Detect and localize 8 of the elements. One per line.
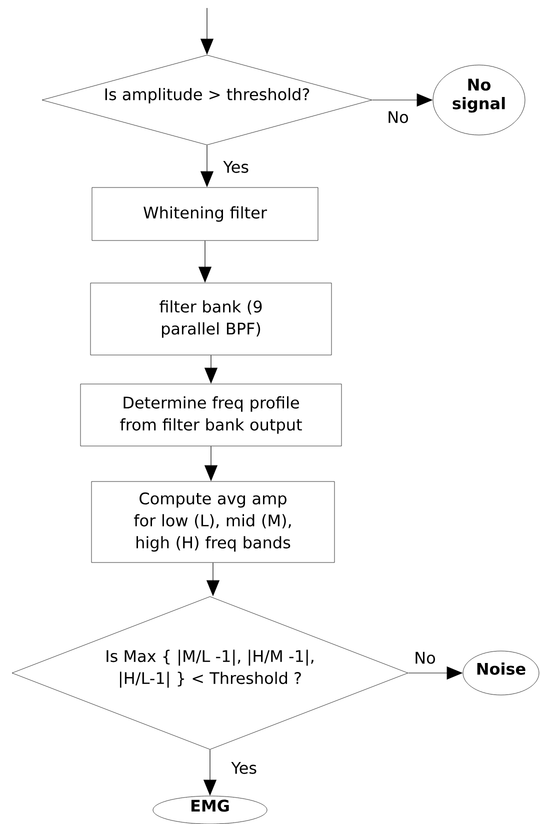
process-box: Whitening filter	[92, 187, 318, 241]
process-box: Determine freq profile from filter bank output	[80, 384, 342, 446]
process-box: filter bank (9 parallel BPF)	[90, 282, 332, 356]
process-box: Compute avg amp for low (L), mid (M), high (H) freq bands	[91, 481, 335, 563]
edge-label: No	[413, 650, 437, 665]
edge-label: Yes	[230, 761, 258, 775]
edge-label: No	[386, 110, 410, 124]
edge-label: Yes	[222, 160, 250, 174]
